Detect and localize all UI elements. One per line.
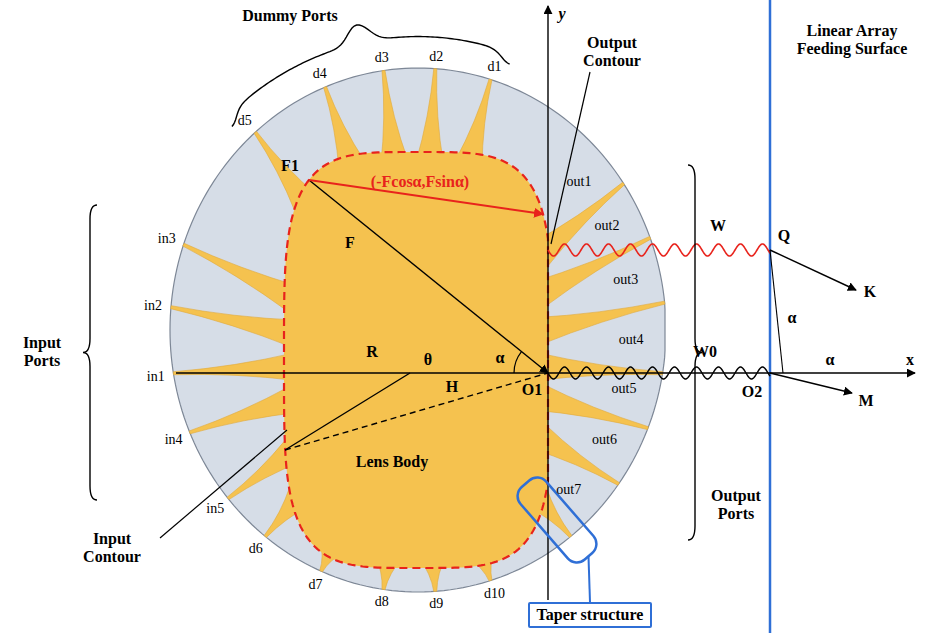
port-label: out3 <box>613 272 638 287</box>
diagram-label: x <box>906 351 914 369</box>
port-label: d3 <box>375 50 389 65</box>
port-label: d8 <box>375 594 389 609</box>
wavefront-normal <box>770 250 783 373</box>
diagram-label: R <box>366 343 378 361</box>
diagram-label: Output Contour <box>567 34 657 69</box>
leader-line <box>160 430 287 538</box>
port-label: d5 <box>238 113 252 128</box>
diagram-label: H <box>446 378 458 396</box>
diagram-label: M <box>858 392 873 410</box>
diagram-label: Input Contour <box>67 530 157 565</box>
input-ports-brace <box>83 205 97 500</box>
diagram-label: α <box>788 309 797 327</box>
diagram-label: K <box>864 283 876 301</box>
port-label: in2 <box>144 298 162 313</box>
diagram-label: y <box>558 5 565 23</box>
lens-body-label: Lens Body <box>356 453 428 471</box>
focal-line <box>309 180 548 373</box>
node-text: Taper structure <box>537 606 644 624</box>
reference-wave <box>548 367 770 379</box>
port-label: out1 <box>567 174 592 189</box>
distance-line <box>285 373 548 450</box>
port-label: in1 <box>147 369 165 384</box>
port-taper <box>183 243 301 312</box>
feeding-surface-line <box>769 0 772 633</box>
port-label: out7 <box>556 482 581 497</box>
port-taper <box>171 306 299 348</box>
lens-body-fill <box>284 152 548 568</box>
port-label: d9 <box>429 596 443 611</box>
port-label: d4 <box>313 66 327 81</box>
radius-line <box>285 373 410 450</box>
beam-direction-arrow <box>770 250 856 290</box>
diagram-label: O1 <box>522 381 542 399</box>
diagram-label: W0 <box>693 343 717 361</box>
diagram-label: W <box>710 217 726 235</box>
port-taper <box>173 353 296 381</box>
port-label: d7 <box>308 577 322 592</box>
port-label: out6 <box>592 432 617 447</box>
taper-callout-box: Taper structure <box>528 602 653 628</box>
port-label: d6 <box>249 541 263 556</box>
substrate-outline <box>170 68 665 592</box>
leader-line <box>551 72 590 244</box>
y-axis <box>547 6 548 600</box>
beam-direction-arrow <box>770 373 852 393</box>
taper-highlight <box>513 473 602 568</box>
port-label: in3 <box>158 231 176 246</box>
diagram-label: Output Ports <box>705 487 767 522</box>
port-label: out5 <box>612 381 637 396</box>
diagram-label: (-Fcosα,Fsinα) <box>371 173 469 191</box>
diagram-label: α <box>826 351 835 369</box>
port-label: d1 <box>488 59 502 74</box>
port-taper <box>533 301 665 345</box>
callout-line <box>588 556 590 602</box>
dummy-ports-brace <box>232 25 510 126</box>
diagram-label: α <box>496 349 505 367</box>
port-taper <box>416 69 444 165</box>
node-text: Lens Body <box>356 453 428 471</box>
lens-contour <box>284 152 548 568</box>
signal-wave <box>548 244 770 256</box>
port-tapers <box>171 69 665 592</box>
diagram-label: F1 <box>281 157 299 175</box>
port-label: d2 <box>429 49 443 64</box>
diagram-label: Linear Array Feeding Surface <box>782 22 922 57</box>
diagram-label: Input Ports <box>11 334 73 369</box>
diagram-label: Dummy Ports <box>242 7 338 25</box>
diagram-label: Q <box>778 227 790 245</box>
port-label: d10 <box>484 586 505 601</box>
diagram-label: O2 <box>742 383 762 401</box>
angle-arc <box>514 352 522 373</box>
diagram-label: θ <box>424 351 432 369</box>
port-label: out4 <box>619 332 644 347</box>
diagram-label: F <box>345 234 355 252</box>
port-label: in5 <box>206 501 224 516</box>
port-taper <box>535 353 662 381</box>
port-label: in4 <box>165 432 183 447</box>
port-label: out2 <box>595 218 620 233</box>
